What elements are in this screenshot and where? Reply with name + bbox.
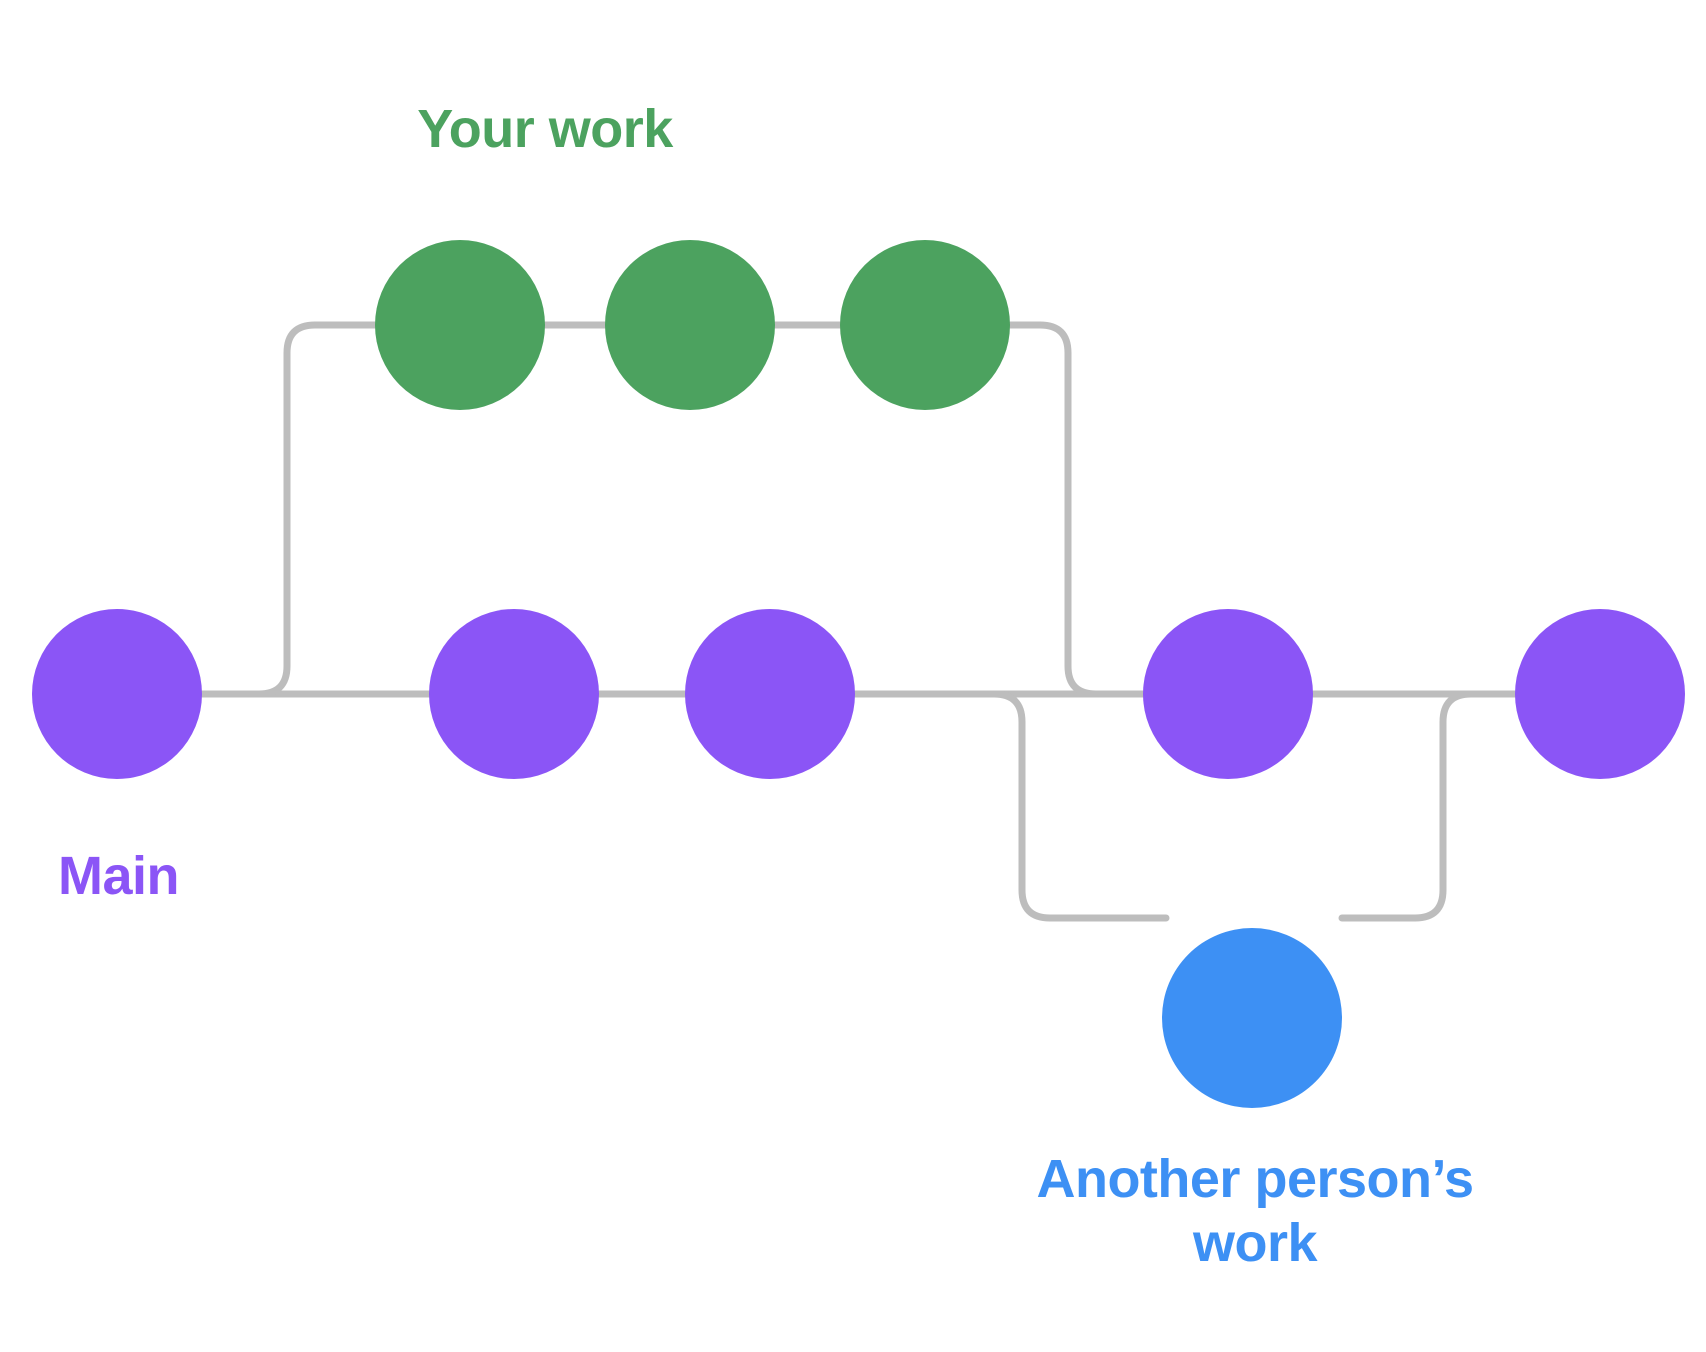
commit-node-your-work-y2[interactable]: [605, 240, 775, 410]
commit-node-main-m4[interactable]: [1143, 609, 1313, 779]
commit-node-layer: [32, 240, 1685, 1108]
commit-node-your-work-y1[interactable]: [375, 240, 545, 410]
commit-node-main-m2[interactable]: [429, 609, 599, 779]
connector-branch-out-to-other-work: [851, 690, 1170, 922]
branch-label-main: Main: [58, 846, 180, 906]
branch-label-your-work: Your work: [417, 99, 673, 159]
commit-node-your-work-y3[interactable]: [840, 240, 1010, 410]
branch-label-another-person-work: Another person’s work: [1036, 1149, 1474, 1273]
commit-node-another-person-work-b1[interactable]: [1162, 928, 1342, 1108]
commit-node-main-m3[interactable]: [685, 609, 855, 779]
commit-node-main-m1[interactable]: [32, 609, 202, 779]
connector-merge-other-work-to-main: [1338, 690, 1519, 922]
connector-branch-out-to-your-work: [255, 321, 379, 698]
commit-node-main-m5[interactable]: [1515, 609, 1685, 779]
connector-layer: [198, 321, 1519, 922]
connector-merge-your-work-to-main: [1006, 321, 1147, 698]
